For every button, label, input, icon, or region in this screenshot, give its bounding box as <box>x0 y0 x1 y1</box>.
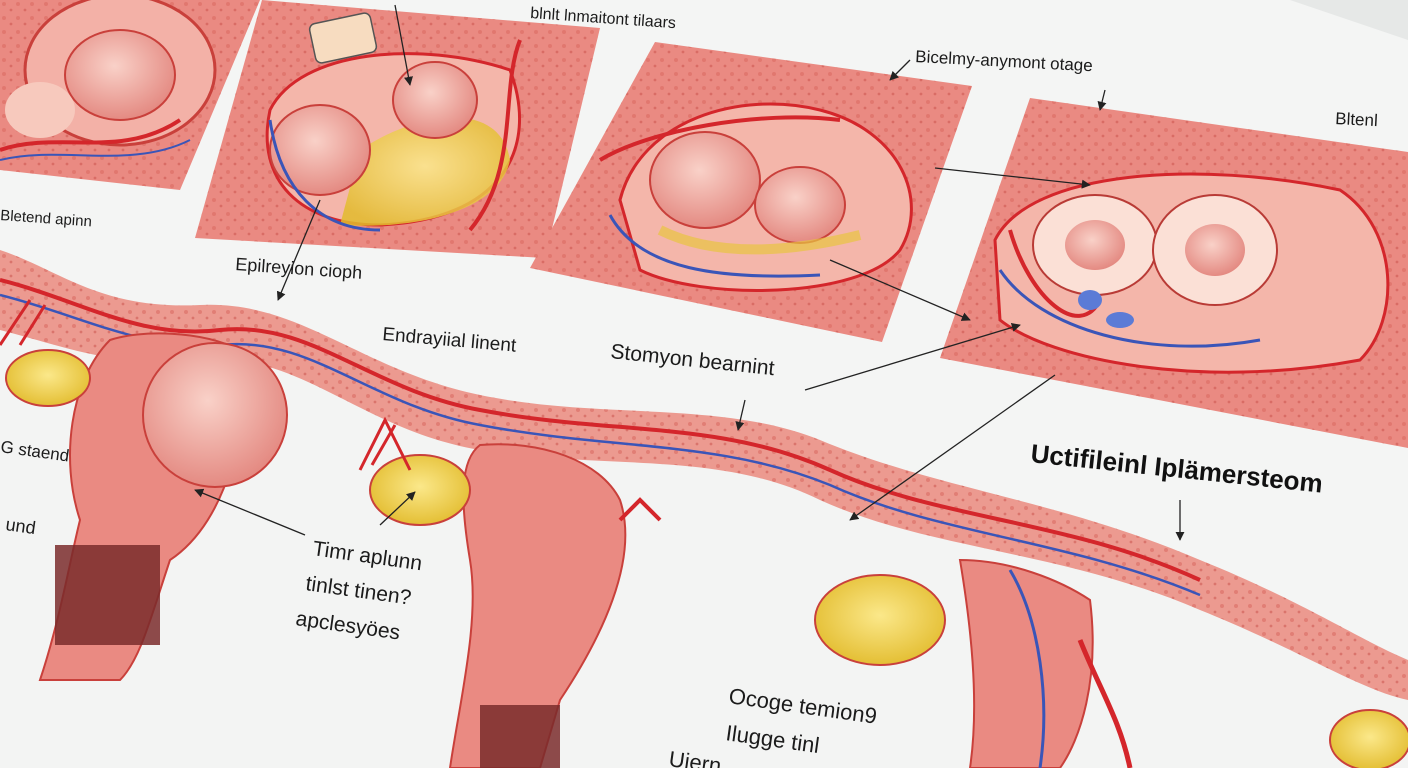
label-oc-3: Ujern <box>667 746 723 768</box>
panel-2 <box>195 0 600 258</box>
uterine-tube <box>0 250 1408 768</box>
label-left-upper: Bletend apinn <box>0 207 92 230</box>
panel-1 <box>0 0 260 190</box>
label-far-right: Bltenl <box>1335 109 1378 130</box>
leader-lines <box>194 4 1185 541</box>
label-left-edge-2: und <box>4 514 37 538</box>
panel-4 <box>940 98 1408 448</box>
panel-3 <box>530 42 972 342</box>
